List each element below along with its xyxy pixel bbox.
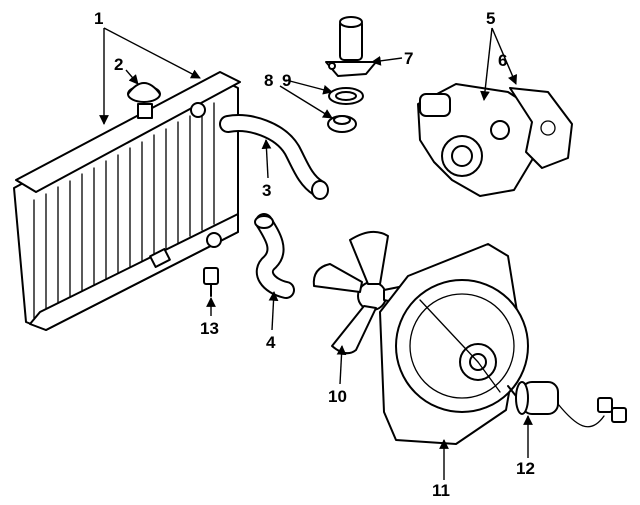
water-pump (417, 83, 539, 197)
radiator (13, 71, 241, 331)
temperature-sensor (203, 267, 219, 297)
radiator-cap (127, 82, 161, 103)
water-pump-gasket (509, 87, 573, 169)
thermostat-housing (325, 16, 377, 77)
lower-radiator-hose (254, 213, 295, 299)
callout-3: 3 (262, 181, 271, 200)
callout-13: 13 (200, 319, 219, 338)
thermostat-gasket (328, 87, 364, 105)
leader-lines (99, 27, 533, 480)
callout-7: 7 (404, 49, 413, 68)
callout-1: 1 (94, 9, 103, 28)
callout-2: 2 (114, 55, 123, 74)
callout-5: 5 (486, 9, 495, 28)
fan-shroud (379, 243, 529, 445)
callout-6: 6 (498, 51, 507, 70)
callout-labels: 1 2 3 4 5 6 7 8 9 10 11 12 13 (94, 9, 535, 500)
callout-9: 9 (282, 71, 291, 90)
callout-12: 12 (516, 459, 535, 478)
thermostat (327, 115, 357, 133)
callout-8: 8 (264, 71, 273, 90)
fan-motor (507, 381, 627, 428)
callout-4: 4 (266, 333, 276, 352)
callout-10: 10 (328, 387, 347, 406)
upper-radiator-hose (219, 114, 329, 200)
callout-11: 11 (432, 481, 450, 500)
